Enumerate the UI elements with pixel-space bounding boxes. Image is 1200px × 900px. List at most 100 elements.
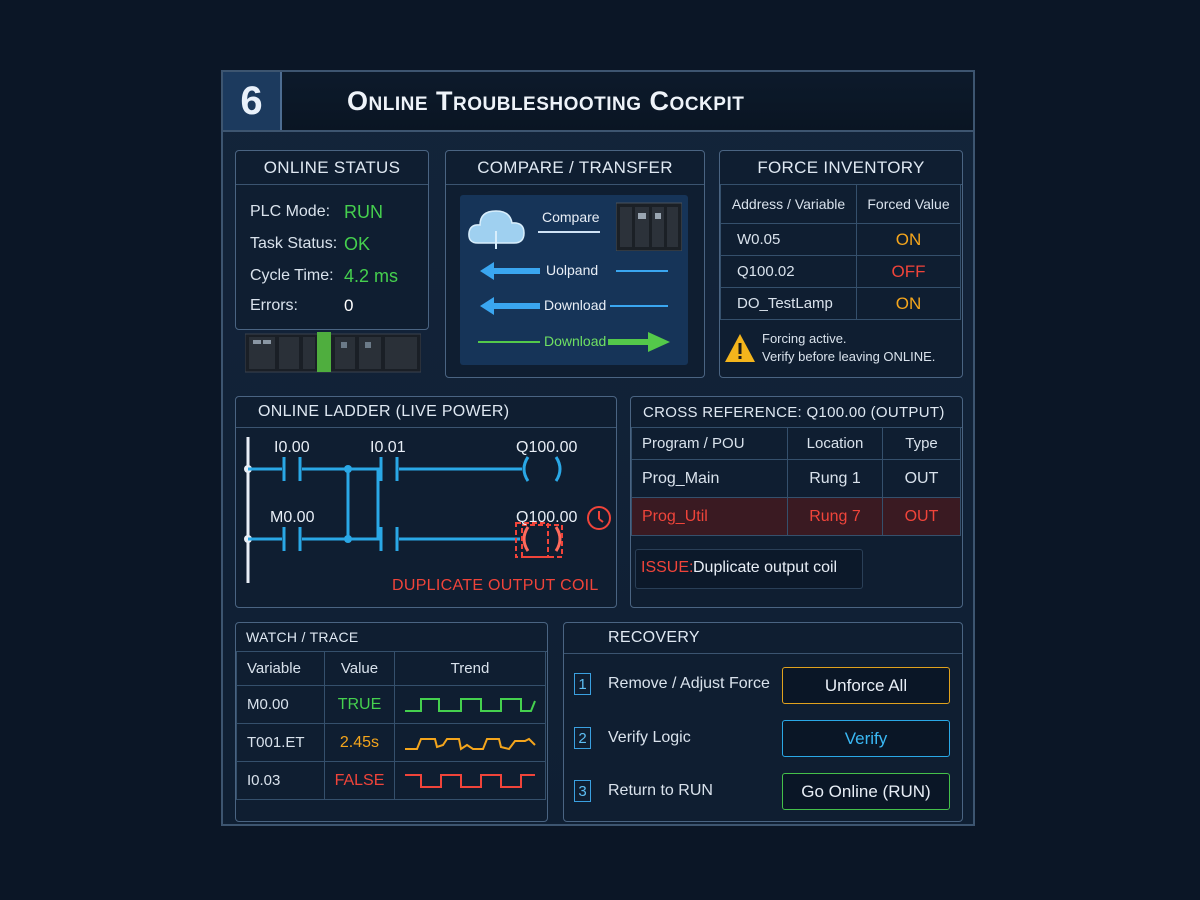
cycle-time-value: 4.2 ms <box>344 266 399 286</box>
trend-cell <box>394 685 546 724</box>
unforce-all-button[interactable]: Unforce All <box>782 667 950 704</box>
compare-link[interactable]: Compare <box>542 209 600 225</box>
watch-variable: I0.03 <box>236 761 325 800</box>
table-row[interactable]: M0.00 TRUE <box>236 685 546 724</box>
issue-text: Duplicate output coil <box>693 559 838 576</box>
errors-value: 0 <box>344 296 354 315</box>
cross-reference-title: CROSS REFERENCE: Q100.00 (OUTPUT) <box>631 397 962 428</box>
ladder-panel: ONLINE LADDER (LIVE POWER) <box>235 396 617 608</box>
rung2-contact-label: M0.00 <box>270 509 315 526</box>
upload-arrow[interactable] <box>480 261 670 281</box>
watch-col-value: Value <box>323 651 396 686</box>
compare-transfer-panel: COMPARE / TRANSFER Compare Uolpand Do <box>445 150 705 378</box>
page-title: Online Troubleshooting Cockpit <box>347 86 745 116</box>
online-status-title: ONLINE STATUS <box>236 151 428 185</box>
trend-cell <box>394 723 546 762</box>
cross-reference-panel: CROSS REFERENCE: Q100.00 (OUTPUT) Progra… <box>630 396 963 608</box>
xref-location: Rung 7 <box>787 497 883 536</box>
force-address: DO_TestLamp <box>720 287 857 320</box>
task-status-value: OK <box>344 234 371 254</box>
recovery-title: RECOVERY <box>564 623 962 654</box>
online-status-panel: ONLINE STATUS PLC Mode: RUN Task Status:… <box>235 150 429 330</box>
warning-line-2: Verify before leaving ONLINE. <box>762 349 936 364</box>
force-address: Q100.02 <box>720 255 857 288</box>
step-1-badge: 1 <box>574 673 591 695</box>
step-number-badge: 6 <box>223 72 282 130</box>
table-row-highlighted[interactable]: Prog_Util Rung 7 OUT <box>631 497 961 536</box>
ladder-diagram[interactable] <box>236 427 616 607</box>
warning-triangle-icon <box>725 334 755 362</box>
force-col-address: Address / Variable <box>720 184 857 224</box>
xref-program: Prog_Main <box>631 459 788 498</box>
xref-col-type: Type <box>882 427 961 460</box>
issue-label: ISSUE: <box>641 559 694 576</box>
go-online-run-button[interactable]: Go Online (RUN) <box>782 773 950 810</box>
rung1-contact2-label: I0.01 <box>370 439 406 456</box>
plc-rack-icon <box>616 202 682 251</box>
table-row[interactable]: I0.03 FALSE <box>236 761 546 800</box>
xref-col-location: Location <box>787 427 883 460</box>
watch-col-variable: Variable <box>236 651 325 686</box>
step-1-label: Remove / Adjust Force <box>608 675 770 692</box>
trend-sparkline <box>405 737 536 751</box>
watch-col-trend: Trend <box>394 651 546 686</box>
header-bar: 6 Online Troubleshooting Cockpit <box>223 72 973 132</box>
force-table: Address / Variable Forced Value W0.05 ON… <box>720 184 961 320</box>
table-row[interactable]: Q100.02 OFF <box>720 255 961 288</box>
task-status-label: Task Status: <box>250 235 338 252</box>
troubleshooting-cockpit: 6 Online Troubleshooting Cockpit ONLINE … <box>221 70 975 826</box>
force-inventory-title: FORCE INVENTORY <box>720 151 962 185</box>
watch-table: Variable Value Trend M0.00 TRUE T001.ET … <box>236 651 546 800</box>
table-row[interactable]: Prog_Main Rung 1 OUT <box>631 459 961 498</box>
ladder-title: ONLINE LADDER (LIVE POWER) <box>236 397 616 428</box>
verify-button[interactable]: Verify <box>782 720 950 757</box>
rung1-contact1-label: I0.00 <box>274 439 310 456</box>
compare-underline <box>538 231 600 233</box>
watch-value: TRUE <box>323 685 396 724</box>
download-label-2[interactable]: Download <box>544 333 607 349</box>
force-address: W0.05 <box>720 223 857 256</box>
arrow-right-icon[interactable] <box>478 331 670 353</box>
watch-variable: T001.ET <box>236 723 325 762</box>
step-2-label: Verify Logic <box>608 729 691 746</box>
watch-trace-panel: WATCH / TRACE Variable Value Trend M0.00… <box>235 622 548 822</box>
watch-value: FALSE <box>323 761 396 800</box>
errors-label: Errors: <box>250 297 298 314</box>
step-3-label: Return to RUN <box>608 782 713 799</box>
watch-value: 2.45s <box>323 723 396 762</box>
force-value: OFF <box>856 255 961 288</box>
duplicate-coil-label: DUPLICATE OUTPUT COIL <box>392 577 599 594</box>
cloud-icon <box>468 210 525 249</box>
plc-rack-icon <box>245 332 421 373</box>
force-value: ON <box>856 223 961 256</box>
recovery-panel: RECOVERY 1 Remove / Adjust Force Unforce… <box>563 622 963 822</box>
compare-transfer-title: COMPARE / TRANSFER <box>446 151 704 185</box>
plc-mode-value: RUN <box>344 202 383 222</box>
force-value: ON <box>856 287 961 320</box>
step-3-badge: 3 <box>574 780 591 802</box>
download-label-1[interactable]: Download <box>544 297 607 313</box>
force-col-value: Forced Value <box>856 184 961 224</box>
table-row[interactable]: W0.05 ON <box>720 223 961 256</box>
issue-box <box>635 549 863 589</box>
plc-mode-label: PLC Mode: <box>250 203 331 220</box>
force-inventory-panel: FORCE INVENTORY Address / Variable Force… <box>719 150 963 378</box>
rung2-coil-label: Q100.00 <box>516 509 578 526</box>
trend-sparkline <box>405 697 536 712</box>
trend-sparkline <box>405 773 535 788</box>
cross-reference-table: Program / POU Location Type Prog_Main Ru… <box>631 427 961 536</box>
xref-program: Prog_Util <box>631 497 788 536</box>
trend-cell <box>394 761 546 800</box>
table-row[interactable]: T001.ET 2.45s <box>236 723 546 762</box>
cycle-time-label: Cycle Time: <box>250 267 334 284</box>
step-2-badge: 2 <box>574 727 591 749</box>
watch-trace-title: WATCH / TRACE <box>236 623 547 652</box>
xref-col-program: Program / POU <box>631 427 788 460</box>
warning-line-1: Forcing active. <box>762 331 847 346</box>
upload-label[interactable]: Uolpand <box>546 262 599 278</box>
watch-variable: M0.00 <box>236 685 325 724</box>
download-arrow-left[interactable] <box>480 296 670 316</box>
xref-type: OUT <box>882 497 961 536</box>
table-row[interactable]: DO_TestLamp ON <box>720 287 961 320</box>
clock-alert-icon[interactable] <box>586 505 612 531</box>
